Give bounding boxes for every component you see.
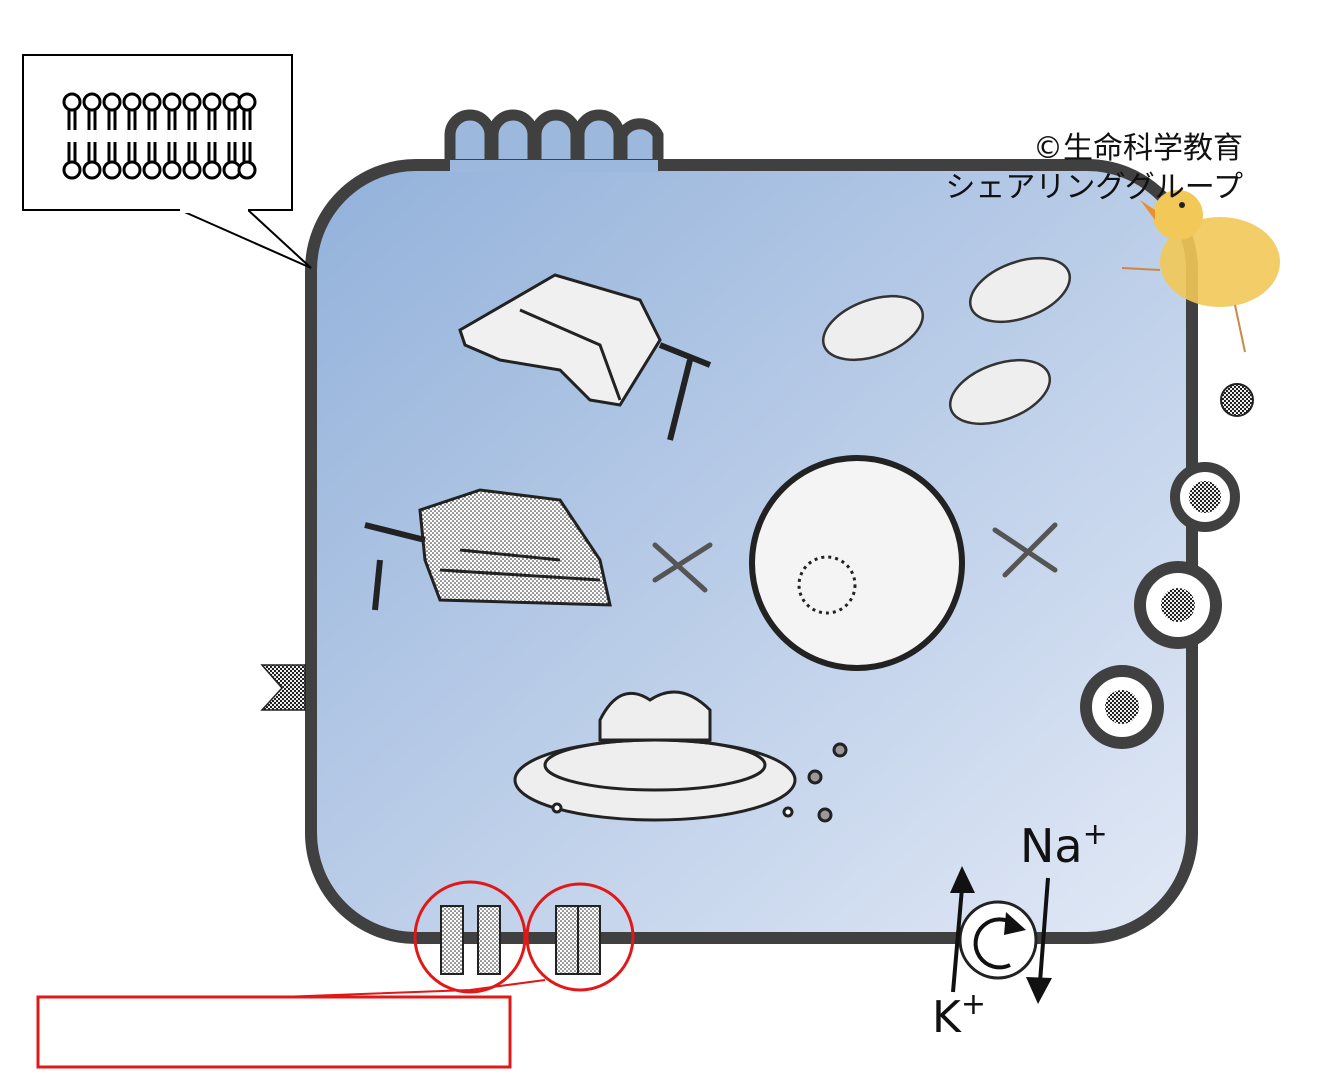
- mitochondrion-icon: [948, 358, 1052, 426]
- centriole-icon: [652, 542, 713, 593]
- chick-mascot-icon: [1121, 190, 1280, 353]
- desmosome-highlight: [525, 882, 635, 992]
- microvilli-base: [450, 160, 658, 172]
- centriole-icon: [992, 522, 1058, 578]
- phospholipid-bilayer-icon: [62, 92, 257, 180]
- mitochondria-icons: [821, 256, 1072, 426]
- membrane-callout: [22, 54, 312, 269]
- arrow-down-icon: [1026, 977, 1052, 1004]
- secretory-vesicles: [1080, 383, 1254, 749]
- microvilli: [444, 109, 664, 170]
- rotation-arrow-icon: [973, 917, 1017, 970]
- smooth-er-icon: [458, 273, 712, 441]
- sodium-label: Na+: [1020, 817, 1108, 873]
- receptor-icon: [260, 664, 306, 711]
- nucleolus-icon: [797, 555, 857, 615]
- cell-junctions: [279, 880, 635, 998]
- rough-er-icon: [364, 488, 612, 611]
- answer-box[interactable]: [36, 995, 512, 1069]
- mitochondrion-icon: [968, 256, 1072, 324]
- credit-line-1: ©生命科学教育: [1033, 131, 1243, 166]
- nucleus-icon: [749, 455, 965, 671]
- mitochondrion-icon: [821, 294, 925, 362]
- tight-junction-highlight: [413, 880, 527, 994]
- arrow-up-icon: [950, 866, 975, 893]
- na-k-pump: [950, 866, 1052, 1004]
- credit-line-2: シェアリンググループ: [945, 170, 1243, 205]
- golgi-apparatus-icon: [513, 690, 848, 823]
- potassium-label: K+: [932, 987, 986, 1043]
